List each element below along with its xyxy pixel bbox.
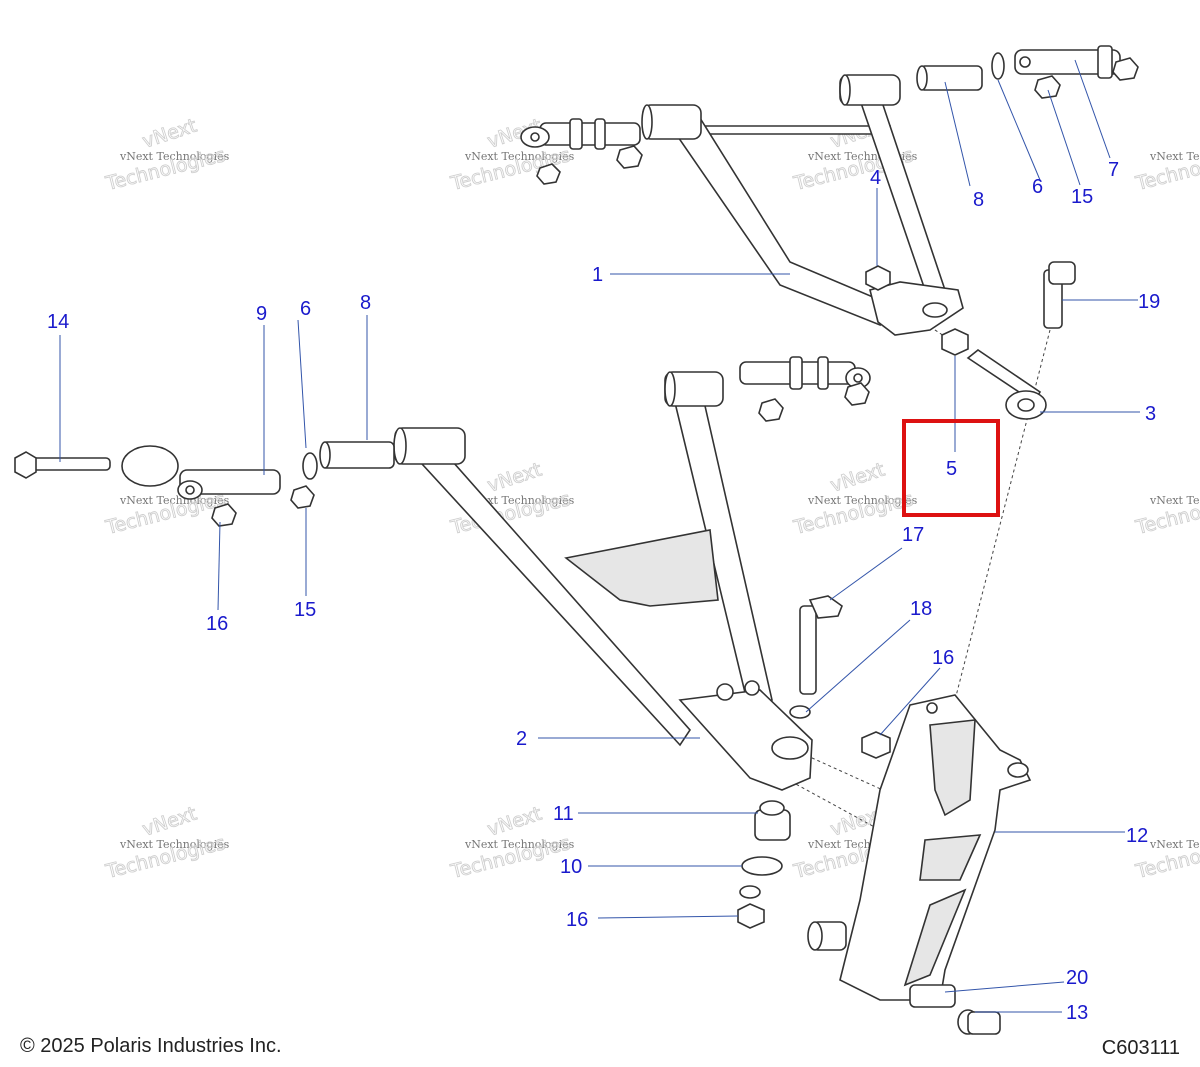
- callout-8-upper[interactable]: 8: [973, 189, 984, 211]
- drawing-id: C603111: [1101, 1037, 1180, 1059]
- callout-15-lower[interactable]: 15: [294, 599, 316, 621]
- callout-16-right[interactable]: 16: [932, 647, 954, 669]
- watermark-text: vNext Technologies: [1149, 494, 1200, 507]
- bolt-part-17: [799, 595, 843, 695]
- washer-part-18: [789, 705, 811, 719]
- watermark: vNext Technologies vNext Technologies: [790, 458, 918, 539]
- upper-a-arm: [641, 74, 964, 336]
- watermark: vNext Technologies Technologies: [1132, 144, 1200, 196]
- callout-20[interactable]: 20: [1066, 967, 1088, 989]
- watermark-text: vNext Technologies: [807, 494, 918, 507]
- callout-11[interactable]: 11: [553, 803, 574, 825]
- callout-14[interactable]: 14: [47, 311, 69, 333]
- callout-18[interactable]: 18: [910, 598, 932, 620]
- callout-10[interactable]: 10: [560, 856, 582, 878]
- watermark-text: vNext: [140, 803, 200, 841]
- watermark-text: vNext Technologies: [1149, 838, 1200, 851]
- copyright-text: © 2025 Polaris Industries Inc.: [20, 1035, 282, 1057]
- callout-15-upper[interactable]: 15: [1071, 186, 1093, 208]
- watermark-text: vNext Technologies: [119, 150, 230, 163]
- watermark-text: vNext Technologies: [119, 494, 230, 507]
- watermark-text: vNext Technologies: [464, 838, 575, 851]
- watermark: vNext Technologies Technologies: [1132, 488, 1200, 540]
- callout-8-lower[interactable]: 8: [360, 292, 371, 314]
- watermark-text: vNext Technologies: [464, 150, 575, 163]
- watermark: vNext Technologies Technologies: [102, 488, 230, 540]
- callout-13[interactable]: 13: [1066, 1002, 1088, 1024]
- watermark-text: vNext: [828, 459, 888, 497]
- callout-17[interactable]: 17: [902, 524, 924, 546]
- ball-joint-stack: [737, 800, 791, 929]
- upper-front-pivot-bolt: [520, 118, 643, 185]
- bushings-parts-20-13: [807, 921, 1001, 1035]
- upper-rear-pivot-parts: [916, 45, 1139, 99]
- lower-front-pivot-parts: [14, 441, 395, 527]
- callout-6-lower[interactable]: 6: [300, 298, 311, 320]
- leader-lines: [59, 59, 1140, 1013]
- watermark-text: vNext Technologies: [119, 838, 230, 851]
- callout-19[interactable]: 19: [1138, 291, 1160, 313]
- watermark: vNext Technologies vNext Technologies: [102, 114, 230, 195]
- callout-3[interactable]: 3: [1145, 403, 1156, 425]
- callout-16-left[interactable]: 16: [206, 613, 228, 635]
- callout-12[interactable]: 12: [1126, 825, 1148, 847]
- watermarks: vNext Technologies vNext Technologies vN…: [102, 114, 1200, 883]
- watermark-text: vNext Technologies: [464, 494, 575, 507]
- nut-part-5: [941, 328, 969, 356]
- watermark-text: vNext Technologies: [1149, 150, 1200, 163]
- bolt-part-19: [1043, 261, 1076, 329]
- watermark-text: vNext: [485, 803, 545, 841]
- rod-end-part-3: [966, 349, 1047, 420]
- watermark-text: vNext: [485, 459, 545, 497]
- callout-2[interactable]: 2: [516, 728, 527, 750]
- callout-5[interactable]: 5: [946, 458, 957, 480]
- lower-a-arm: [393, 371, 813, 791]
- callout-16-bottom[interactable]: 16: [566, 909, 588, 931]
- callout-1[interactable]: 1: [592, 264, 603, 286]
- watermark: vNext Technologies vNext Technologies: [102, 802, 230, 883]
- nut-part-4: [865, 265, 891, 291]
- knuckle-part-12: [839, 694, 1032, 1001]
- callout-9[interactable]: 9: [256, 303, 267, 325]
- highlight-box: [902, 419, 1000, 517]
- watermark-text: vNext: [140, 115, 200, 153]
- callout-6-upper[interactable]: 6: [1032, 176, 1043, 198]
- callout-labels: 1 2 3 4 5 6 6 7 8 8 9 10 11 12 13 14 15 …: [47, 159, 1160, 1024]
- nut-part-16: [861, 731, 891, 759]
- callout-4[interactable]: 4: [870, 167, 881, 189]
- lower-rear-pivot-bolt: [739, 356, 871, 422]
- callout-7[interactable]: 7: [1108, 159, 1119, 181]
